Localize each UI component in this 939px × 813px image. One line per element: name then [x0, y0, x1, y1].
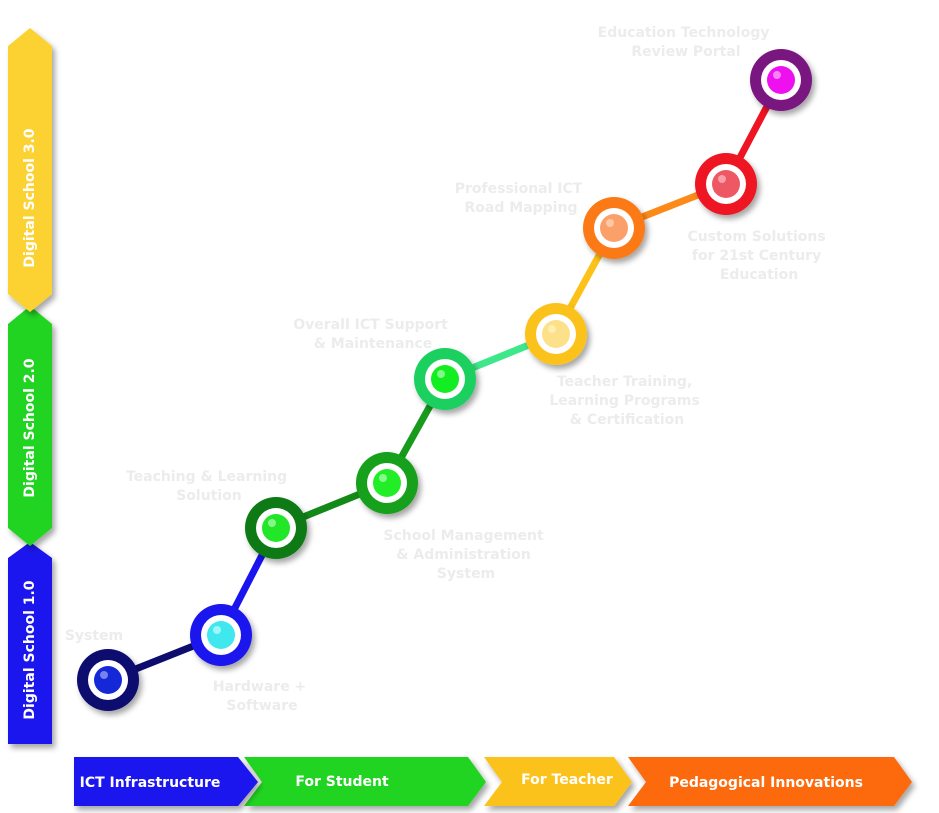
- node-label-6: Professional ICT Road Mapping: [455, 181, 587, 216]
- node-core: [542, 320, 570, 348]
- stage-arrow-2: [8, 306, 52, 546]
- node-5: [525, 303, 587, 365]
- stage-arrows: Digital School 1.0 Digital School 2.0 Di…: [8, 28, 52, 744]
- pillar-for-student: For Student: [244, 757, 486, 806]
- stage-digital-school-3: Digital School 3.0: [8, 28, 52, 312]
- node-label-7: Custom Solutions for 21st Century Educat…: [687, 229, 830, 283]
- stage-digital-school-2: Digital School 2.0: [8, 306, 52, 546]
- node-label-1: Hardware + Software: [213, 679, 311, 714]
- node-glint: [268, 519, 276, 527]
- pillar-ict-infrastructure: ICT Infrastructure: [74, 757, 258, 806]
- node-3: [356, 452, 418, 514]
- node-label-4: Overall ICT Support & Maintenance: [293, 317, 452, 352]
- milestone-labels: System Hardware + Software Teaching & Le…: [65, 25, 830, 714]
- node-label-5: Teacher Training, Learning Programs & Ce…: [549, 374, 704, 428]
- node-7: [695, 153, 757, 215]
- pillar-arrow-4: [628, 757, 912, 806]
- node-2: [245, 497, 307, 559]
- node-core: [262, 514, 290, 542]
- node-core: [207, 621, 235, 649]
- pillar-pedagogical-innovations: Pedagogical Innovations: [628, 757, 912, 806]
- node-4: [414, 348, 476, 410]
- pillar-label-2: For Student: [295, 774, 389, 790]
- node-core: [373, 469, 401, 497]
- node-glint: [437, 370, 445, 378]
- pillar-label-1: ICT Infrastructure: [80, 775, 221, 791]
- node-label-2: Teaching & Learning Solution: [126, 469, 292, 504]
- stage-digital-school-1: Digital School 1.0: [8, 542, 52, 744]
- node-glint: [773, 71, 781, 79]
- pillar-label-4: Pedagogical Innovations: [669, 775, 863, 791]
- node-glint: [606, 219, 614, 227]
- node-label-8: Education Technology Review Portal: [598, 25, 775, 60]
- node-6: [583, 197, 645, 259]
- stage-arrow-3: [8, 28, 52, 312]
- node-core: [600, 214, 628, 242]
- pillar-arrow-1: [74, 757, 258, 806]
- node-label-3: School Management & Administration Syste…: [383, 528, 548, 582]
- node-0: [77, 649, 139, 711]
- node-glint: [548, 325, 556, 333]
- pillar-arrow-2: [244, 757, 486, 806]
- node-core: [431, 365, 459, 393]
- stage-label-1: Digital School 1.0: [22, 580, 38, 719]
- node-1: [190, 604, 252, 666]
- stage-label-2: Digital School 2.0: [22, 358, 38, 497]
- node-glint: [213, 626, 221, 634]
- stage-arrow-1: [8, 542, 52, 744]
- node-label-0: System: [65, 628, 123, 644]
- node-core: [712, 170, 740, 198]
- node-core: [767, 66, 795, 94]
- milestone-nodes: [77, 49, 812, 711]
- node-glint: [100, 671, 108, 679]
- pillar-for-teacher: For Teacher: [484, 757, 632, 806]
- stage-label-3: Digital School 3.0: [22, 128, 38, 267]
- pillar-arrows: Pedagogical Innovations For Teacher For …: [74, 757, 912, 806]
- node-core: [94, 666, 122, 694]
- node-8: [750, 49, 812, 111]
- pillar-label-3: For Teacher: [521, 772, 613, 788]
- node-glint: [718, 175, 726, 183]
- pillar-arrow-3: [484, 757, 632, 806]
- node-glint: [379, 474, 387, 482]
